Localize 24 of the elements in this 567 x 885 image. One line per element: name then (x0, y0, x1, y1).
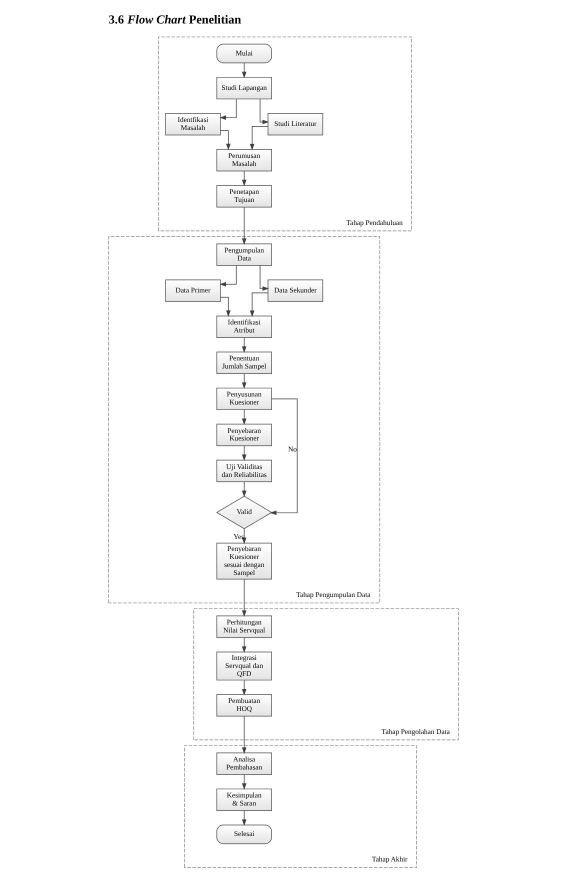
arrow (242, 62, 246, 78)
arrow (220, 130, 231, 150)
arrow (250, 126, 268, 150)
arrow (242, 206, 246, 245)
arrow (242, 716, 246, 754)
arrow (260, 98, 269, 124)
arrow (242, 774, 246, 790)
arrow (260, 265, 269, 291)
arrow (220, 265, 237, 286)
arrow (270, 398, 298, 516)
arrow (242, 810, 246, 826)
diagram-title: 3.6 Flow Chart Penelitian (108, 12, 242, 27)
arrow (242, 409, 246, 425)
arrow (242, 373, 246, 389)
arrow (242, 637, 246, 653)
arrow (250, 292, 268, 317)
arrow (242, 579, 246, 617)
arrow (242, 482, 246, 498)
arrow (220, 98, 237, 120)
arrow (242, 337, 246, 353)
arrow (220, 296, 231, 317)
arrow (242, 445, 246, 462)
arrow (242, 170, 246, 186)
arrow (242, 680, 246, 696)
